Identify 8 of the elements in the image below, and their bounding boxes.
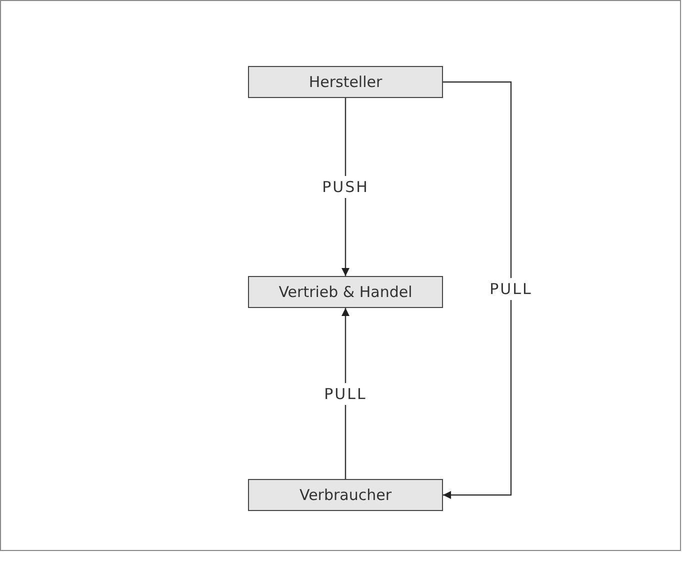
process-box xyxy=(248,479,443,511)
arrow xyxy=(342,98,350,276)
box-label: Verbraucher xyxy=(299,486,392,504)
arrow xyxy=(443,81,512,499)
process-box xyxy=(248,276,443,308)
box-label: Hersteller xyxy=(308,73,382,91)
box-label: Vertrieb & Handel xyxy=(278,283,412,301)
process-box xyxy=(248,66,443,98)
